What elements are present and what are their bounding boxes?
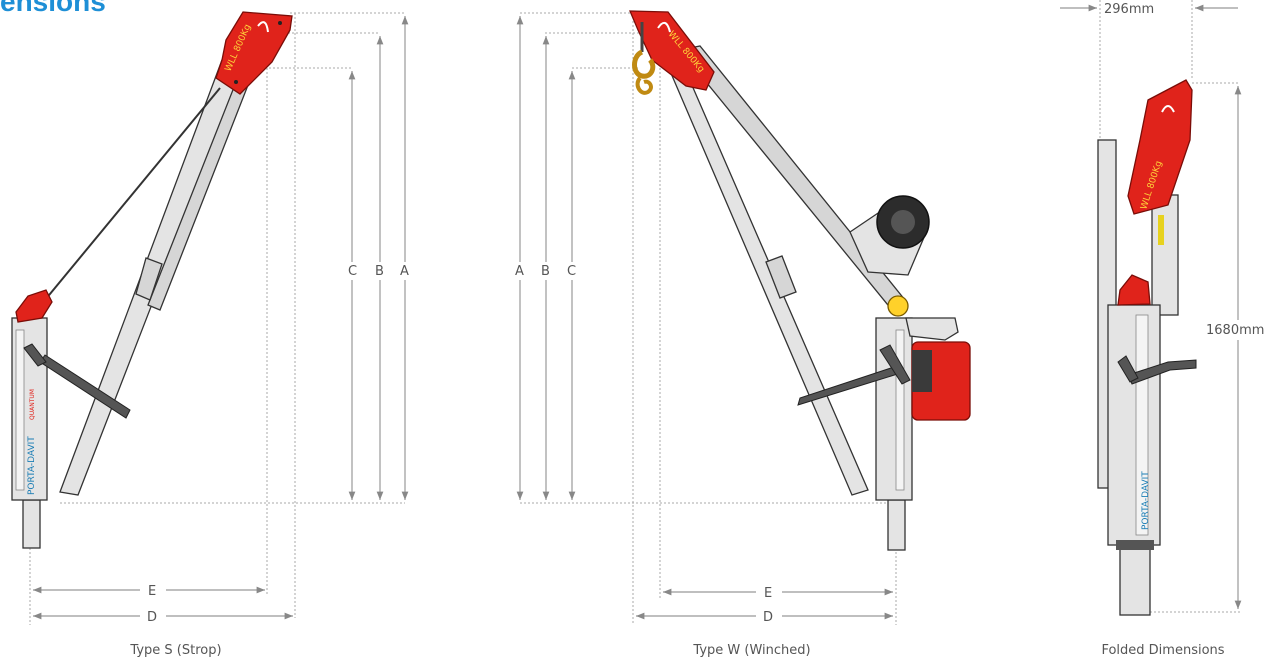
type-w-dim-b: B <box>541 264 550 279</box>
folded-boom-head <box>1127 79 1193 215</box>
type-w-winch-bracket <box>905 317 959 341</box>
folded-width-label: 296mm <box>1104 2 1154 17</box>
folded-mast <box>1107 304 1161 546</box>
type-w-dim-a: A <box>515 264 524 279</box>
folded-davit: 296mm PORTA-DAVIT WLL 800Kg 1680mm <box>1060 0 1275 616</box>
type-w-dim-c: C <box>567 264 576 279</box>
type-w-davit: A B C WLL 800Kg <box>510 10 971 625</box>
caption-folded: Folded Dimensions <box>1101 643 1225 658</box>
type-s-dim-d: D <box>147 610 157 625</box>
type-w-pulley <box>887 295 909 317</box>
page-heading: ensions <box>0 0 106 17</box>
folded-upper-tube <box>1151 194 1179 316</box>
folded-post <box>1119 544 1151 616</box>
folded-height-label: 1680mm <box>1206 323 1264 338</box>
type-w-dim-e: E <box>764 586 772 601</box>
folded-handle <box>1127 359 1197 385</box>
type-s-boom-head <box>215 11 293 95</box>
type-s-dim-e: E <box>148 584 156 599</box>
folded-base-bracket <box>1117 274 1151 306</box>
type-w-hook <box>632 49 656 79</box>
type-w-mast <box>875 317 913 501</box>
type-w-post <box>887 499 906 551</box>
type-s-post <box>22 499 41 549</box>
type-s-brand-sub: QUANTUM <box>29 389 36 420</box>
folded-brand-label: PORTA-DAVIT <box>1141 471 1151 530</box>
caption-type-w: Type W (Winched) <box>693 643 811 658</box>
type-s-dim-b: B <box>375 264 384 279</box>
type-s-handle <box>39 354 131 419</box>
type-s-dim-c: C <box>348 264 357 279</box>
type-s-dim-a: A <box>400 264 409 279</box>
caption-type-s: Type S (Strop) <box>130 643 222 658</box>
type-w-dim-d: D <box>763 610 773 625</box>
type-w-boom <box>653 34 869 496</box>
type-s-base-bracket <box>15 289 53 323</box>
type-s-davit: PORTA-DAVIT QUANTUM WLL 800Kg C B A E D <box>11 11 412 625</box>
type-w-boom-head <box>629 10 715 91</box>
type-s-brand-label: PORTA-DAVIT <box>27 436 37 495</box>
type-s-strop <box>44 87 221 301</box>
